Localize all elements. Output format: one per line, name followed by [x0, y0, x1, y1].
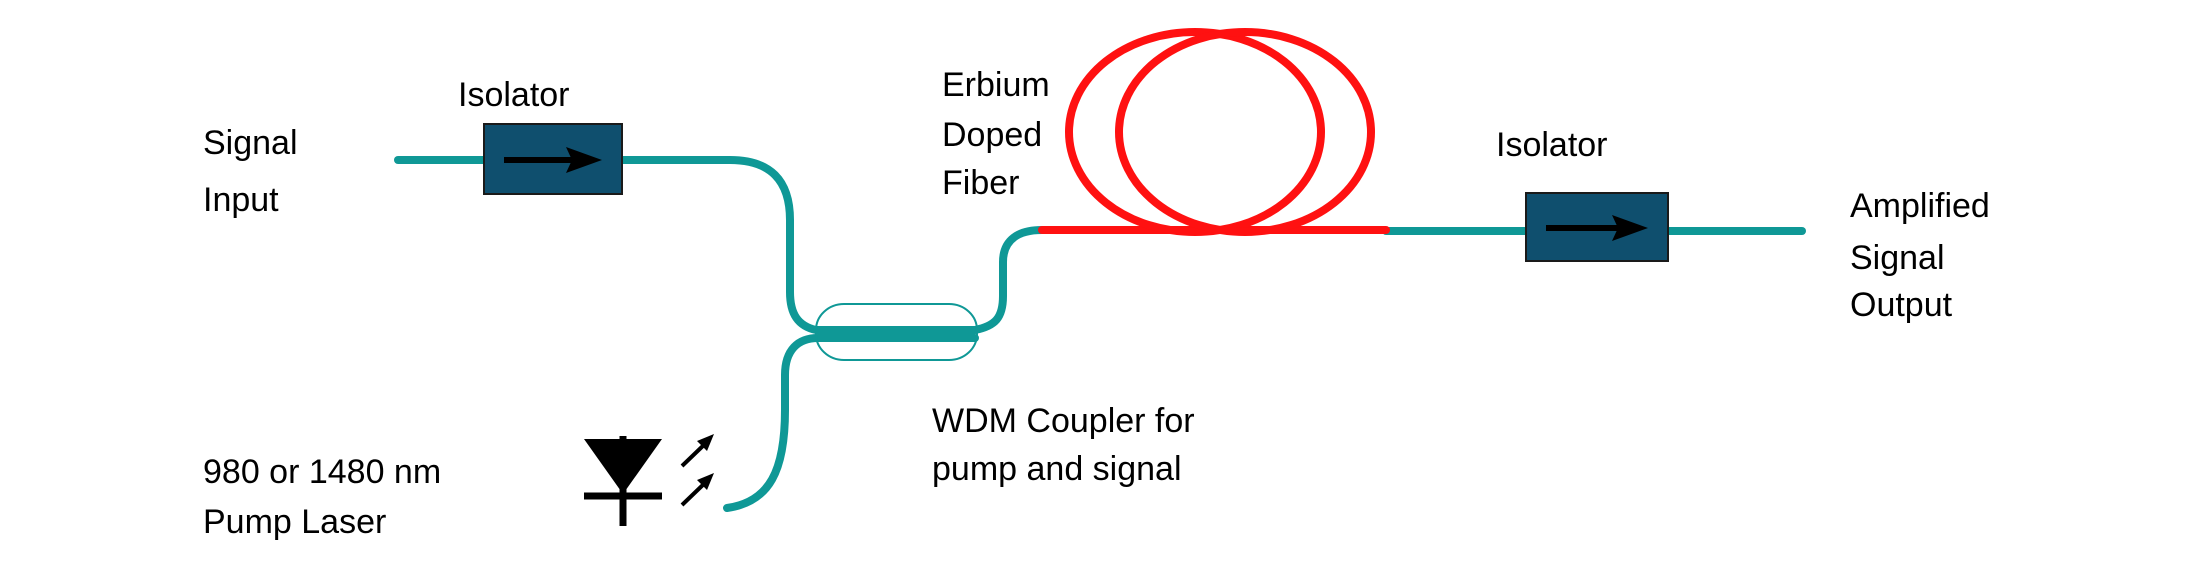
erbium-label-line3: Fiber: [942, 164, 1020, 202]
signal-input-label-line2: Input: [203, 181, 279, 219]
right-arrow-icon: [504, 147, 602, 173]
erbium-coil-loop-1: [1065, 28, 1325, 236]
laser-diode-icon: [584, 434, 714, 526]
isolator-right: [1525, 192, 1669, 262]
isolator-left-label: Isolator: [458, 76, 570, 114]
isolator-to-coupler-fiber: [618, 156, 979, 334]
erbium-label-line2: Doped: [942, 116, 1043, 154]
erbium-label-line1: Erbium: [942, 66, 1050, 104]
erbium-coil-loop-2: [1115, 28, 1375, 236]
amplified-output-label-line1: Amplified: [1850, 187, 1990, 225]
wdm-coupler-label-line1: WDM Coupler for: [932, 402, 1195, 440]
signal-input-label-line1: Signal: [203, 124, 298, 162]
isolator-left: [483, 123, 623, 195]
wdm-coupler: [815, 303, 978, 361]
coupler-lower-fiber: [723, 334, 979, 512]
right-arrow-icon: [1546, 215, 1648, 241]
wdm-coupler-label-line2: pump and signal: [932, 450, 1182, 488]
light-emission-arrows-icon: [680, 434, 714, 507]
amplified-output-label-line3: Output: [1850, 286, 1953, 324]
coupler-to-erbium-fiber: [971, 226, 1046, 334]
pump-laser-label-line1: 980 or 1480 nm: [203, 453, 442, 491]
isolator-right-label: Isolator: [1496, 126, 1608, 164]
pump-laser-label-line2: Pump Laser: [203, 503, 387, 541]
amplified-output-label-line2: Signal: [1850, 239, 1945, 277]
